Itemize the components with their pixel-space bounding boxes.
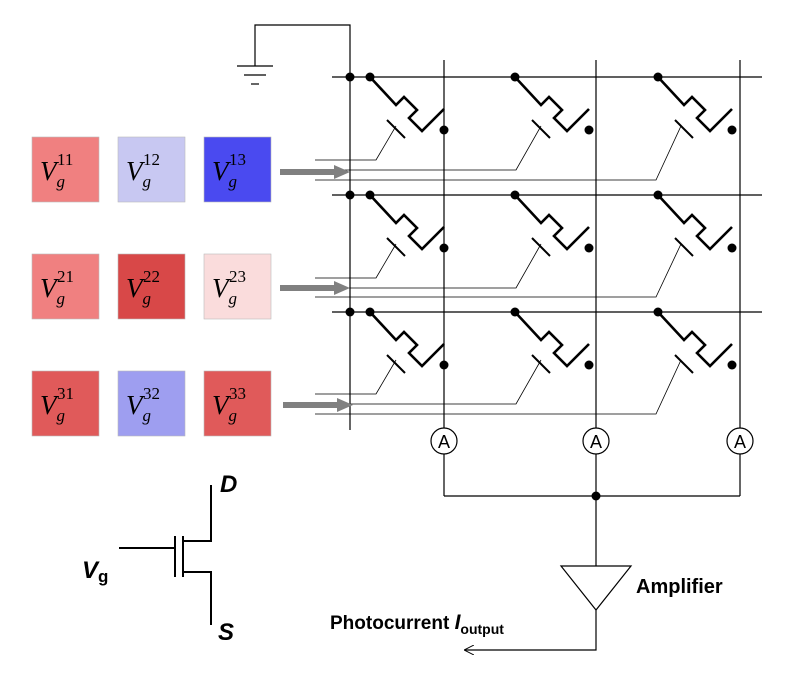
ground-symbol — [237, 24, 351, 85]
gate-voltage-cell-31: Vg31 — [31, 370, 100, 437]
legend-source-label: S — [218, 619, 234, 646]
transistor-2-1 — [365, 190, 449, 257]
transistor-3-1 — [365, 307, 449, 374]
transistor-1-1 — [365, 72, 449, 139]
ammeter-label: A — [438, 432, 450, 452]
column-lines — [443, 60, 741, 428]
ammeter-label: A — [734, 432, 746, 452]
cell-label: Vg33 — [212, 384, 246, 425]
gate-voltage-cell-22: Vg22 — [117, 253, 186, 320]
cell-label: Vg23 — [212, 267, 246, 308]
input-arrows — [280, 165, 353, 412]
cell-label: Vg12 — [126, 150, 160, 191]
gate-voltage-cell-13: Vg13 — [203, 136, 272, 203]
transistor-3-3 — [653, 307, 737, 374]
output-label: Photocurrent Ioutput — [330, 611, 504, 637]
transistor-3-2 — [510, 307, 594, 374]
cell-label: Vg11 — [40, 150, 73, 191]
legend-gate-label: Vg — [82, 557, 108, 586]
amplifier-stage — [444, 495, 740, 650]
cell-label: Vg22 — [126, 267, 160, 308]
gate-voltage-cell-23: Vg23 — [203, 253, 272, 320]
cell-label: Vg13 — [212, 150, 246, 191]
cell-label: Vg21 — [40, 267, 74, 308]
transistor-1-3 — [653, 72, 737, 139]
ammeter-3: A — [726, 427, 754, 496]
transistor-1-2 — [510, 72, 594, 139]
row-lines — [332, 76, 762, 313]
transistor-array — [365, 72, 737, 374]
legend-drain-label: D — [220, 471, 237, 498]
gate-voltage-cell-21: Vg21 — [31, 253, 100, 320]
cell-label: Vg31 — [40, 384, 74, 425]
output-line — [465, 610, 597, 650]
cell-label: Vg32 — [126, 384, 160, 425]
transistor-2-3 — [653, 190, 737, 257]
ammeter-2: A — [582, 427, 610, 496]
gate-voltage-cell-12: Vg12 — [117, 136, 186, 203]
transistor-2-2 — [510, 190, 594, 257]
gate-voltage-cell-32: Vg32 — [117, 370, 186, 437]
gate-voltage-cell-11: Vg11 — [31, 136, 100, 203]
amplifier-label: Amplifier — [636, 576, 723, 598]
gate-voltage-cell-33: Vg33 — [203, 370, 272, 437]
ammeters: A A A — [430, 427, 754, 496]
ammeter-label: A — [590, 432, 602, 452]
mosfet-legend-symbol — [119, 485, 212, 625]
junction-dots — [345, 72, 601, 501]
ammeter-1: A — [430, 427, 458, 496]
gate-lines — [315, 125, 682, 415]
amplifier-symbol — [559, 565, 633, 611]
